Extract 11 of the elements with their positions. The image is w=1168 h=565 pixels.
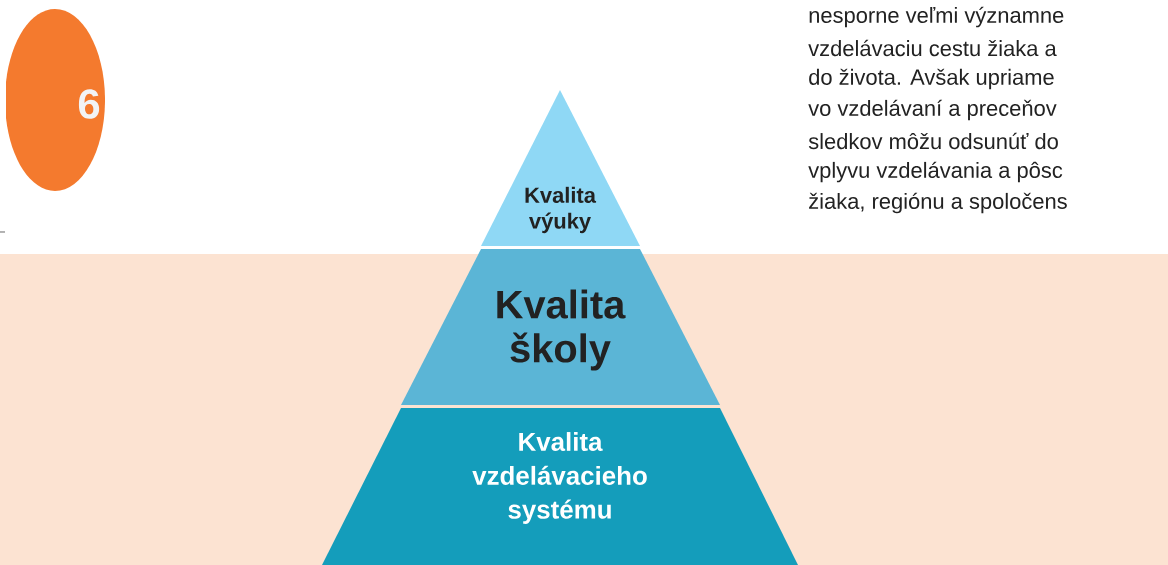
paragraph-line: vplyvu vzdelávania a pôsc — [808, 161, 1063, 183]
pyramid-level: Kvalita školy — [401, 249, 720, 405]
paragraph-line: vo vzdelávaní a preceňov — [808, 99, 1057, 121]
pyramid-level: Kvalita výuky — [481, 90, 640, 246]
paragraph-line: do života. Avšak upriame — [809, 68, 1054, 90]
pyramid-level: Kvalita vzdelávacieho systému — [322, 408, 798, 565]
paragraph-line: sledkov môžu odsunúť do — [808, 132, 1058, 150]
paragraph-line: žiaka, regiónu a spoločens — [809, 192, 1067, 214]
chapter-number-badge: 6 — [6, 9, 105, 191]
paragraph-line: vzdelávaciu cestu žiaka a — [808, 39, 1057, 57]
paragraph-line: nesporne veľmi významne — [809, 6, 1064, 28]
